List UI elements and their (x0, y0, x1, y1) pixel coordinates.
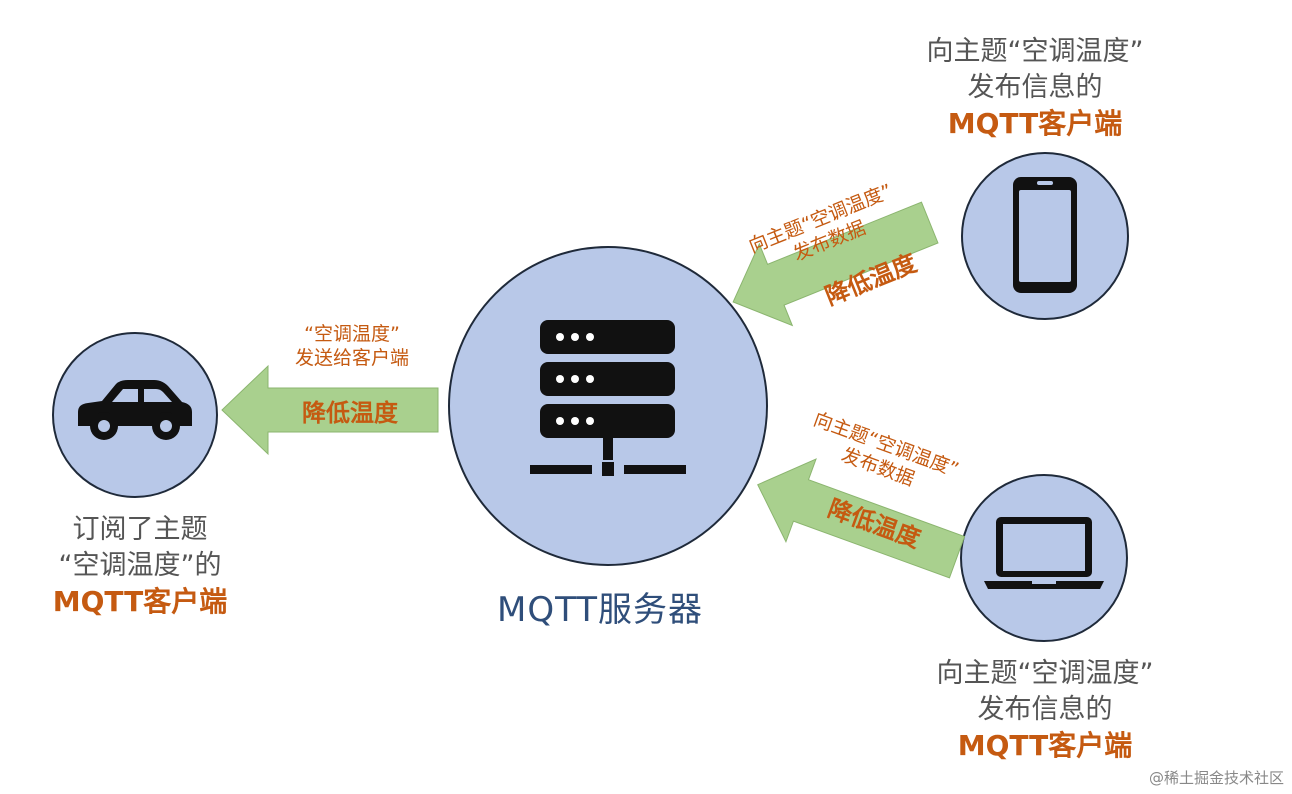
arrow-to-car-label: 降低温度 (302, 399, 398, 427)
watermark: @稀土掘金技术社区 (1148, 769, 1284, 787)
phone-caption-line-1: 向主题“空调温度” (926, 36, 1144, 67)
subscriber-caption: 订阅了主题 “空调温度”的 MQTT客户端 (20, 512, 260, 620)
arrow-to-car-line-1: “空调温度” (304, 323, 400, 345)
laptop-icon (984, 517, 1104, 589)
phone-caption-line-2: 发布信息的 (967, 72, 1103, 103)
laptop-caption: 向主题“空调温度” 发布信息的 MQTT客户端 (890, 656, 1200, 764)
laptop-client-label: MQTT客户端 (957, 729, 1133, 762)
laptop-caption-line-2: 发布信息的 (977, 694, 1113, 725)
car-icon (78, 380, 192, 440)
phone-client-label: MQTT客户端 (947, 107, 1123, 140)
subscriber-line-2: “空调温度”的 (58, 550, 222, 581)
phone-caption: 向主题“空调温度” 发布信息的 MQTT客户端 (880, 34, 1190, 142)
arrow-from-phone (732, 201, 939, 327)
arrow-to-car-text: “空调温度” 发送给客户端 (262, 322, 442, 370)
arrow-to-car-line-2: 发送给客户端 (294, 347, 409, 369)
server-icon (530, 320, 686, 476)
arrow-to-car (221, 364, 439, 456)
arrow-from-laptop (757, 458, 966, 579)
server-label: MQTT服务器 (497, 590, 704, 630)
subscriber-client-label: MQTT客户端 (52, 585, 228, 618)
subscriber-line-1: 订阅了主题 (72, 514, 208, 545)
smartphone-icon (1013, 177, 1077, 293)
laptop-caption-line-1: 向主题“空调温度” (936, 658, 1154, 689)
